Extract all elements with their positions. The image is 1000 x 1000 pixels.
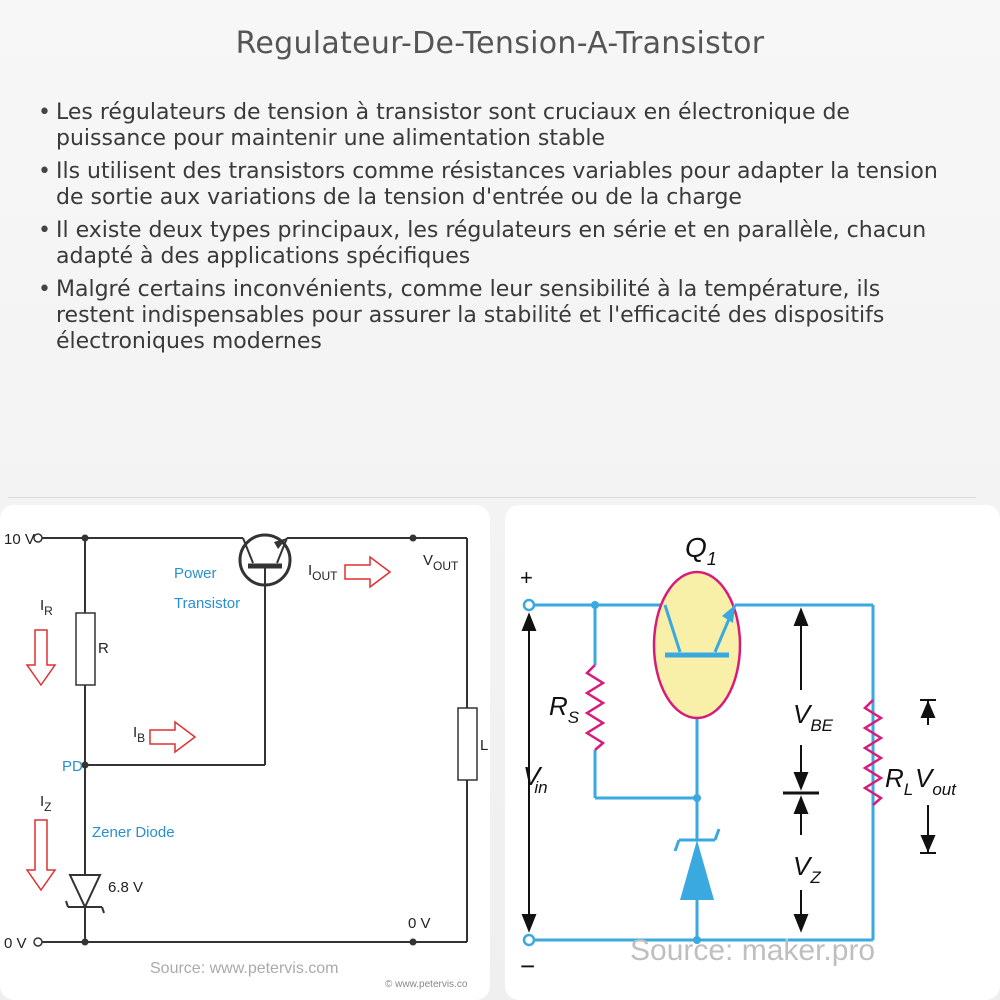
output-dot (409, 938, 417, 946)
junction-dot (591, 601, 599, 609)
bullet-item: Il existe deux types principaux, les rég… (38, 218, 963, 270)
iz-arrow-icon (25, 819, 57, 892)
page-title: Regulateur-De-Tension-A-Transistor (235, 26, 765, 61)
ir-label: IR (40, 597, 53, 618)
resistor-rl (862, 699, 884, 806)
rs-label: RS (549, 691, 580, 727)
transistor-label-line1: Power (174, 565, 217, 582)
minus-label: − (520, 951, 535, 981)
circuit-diagram-left: 10 V 0 V R L 0 V 6.8 V IR IZ IB IOUT VOU… (0, 505, 490, 1000)
zener-diode-right (673, 828, 721, 900)
bullet-list: Les régulateurs de tension à transistor … (38, 100, 963, 362)
zener-diode (65, 835, 105, 914)
zero-v-label: 0 V (408, 915, 431, 932)
junction-dot (81, 938, 89, 946)
power-transistor (238, 533, 292, 587)
vz-label: VZ (793, 851, 821, 887)
ground-terminal (33, 937, 43, 947)
iout-arrow-icon (344, 555, 392, 589)
source-caption-left: Source: www.petervis.com (150, 960, 339, 977)
vbe-label: VBE (793, 699, 834, 735)
junction-dot (81, 534, 89, 542)
resistor-rs (584, 664, 606, 751)
rl-label: RL (885, 763, 913, 799)
load-resistor (457, 707, 478, 781)
negative-terminal (522, 933, 536, 947)
output-dot (409, 534, 417, 542)
plus-label: + (520, 565, 533, 590)
positive-terminal (522, 598, 536, 612)
vout-label-bg (910, 725, 950, 805)
input-terminal (33, 533, 43, 543)
bullet-item: Les régulateurs de tension à transistor … (38, 100, 963, 152)
copyright-caption: © www.petervis.co (385, 979, 468, 990)
circuit-left-svg: 10 V 0 V R L 0 V 6.8 V IR IZ IB IOUT VOU… (4, 531, 488, 990)
junction-dot (693, 794, 701, 802)
current-arrows (25, 555, 392, 892)
bullet-item: Ils utilisent des transistors comme rési… (38, 159, 963, 211)
ib-label: IB (133, 724, 145, 745)
iz-label: IZ (40, 793, 52, 814)
zener-voltage-label: 6.8 V (108, 879, 143, 896)
junction-dot (81, 761, 89, 769)
pd-label: PD (62, 758, 83, 775)
load-label: L (480, 737, 488, 754)
vout-label: Vout (915, 763, 957, 799)
bullet-item: Malgré certains inconvénients, comme leu… (38, 277, 963, 355)
junction-dot (693, 936, 701, 944)
transistor-label-line2: Transistor (174, 595, 240, 612)
iout-label: IOUT (308, 562, 338, 583)
right-wires (529, 603, 875, 942)
resistor-r (75, 612, 96, 686)
gnd-label: 0 V (4, 935, 27, 952)
ib-arrow-icon (149, 720, 197, 754)
circuit-right-svg: Q1 RS Vin VBE VZ RL Vout + − Source: mak… (520, 532, 957, 981)
left-wires (42, 537, 468, 943)
vout-label: VOUT (423, 552, 459, 573)
vin-label: 10 V (4, 531, 35, 548)
zener-label: Zener Diode (92, 824, 175, 841)
transistor-q1 (652, 570, 742, 720)
source-caption-right: Source: maker.pro (630, 934, 875, 967)
ir-arrow-icon (25, 629, 57, 687)
circuit-diagram-right: Q1 RS Vin VBE VZ RL Vout + − Source: mak… (505, 505, 1000, 1000)
q1-label: Q1 (685, 532, 717, 569)
section-divider (8, 497, 976, 498)
voltage-arrows (521, 607, 936, 933)
resistor-label: R (98, 640, 109, 657)
vin-label: Vin (523, 761, 548, 797)
